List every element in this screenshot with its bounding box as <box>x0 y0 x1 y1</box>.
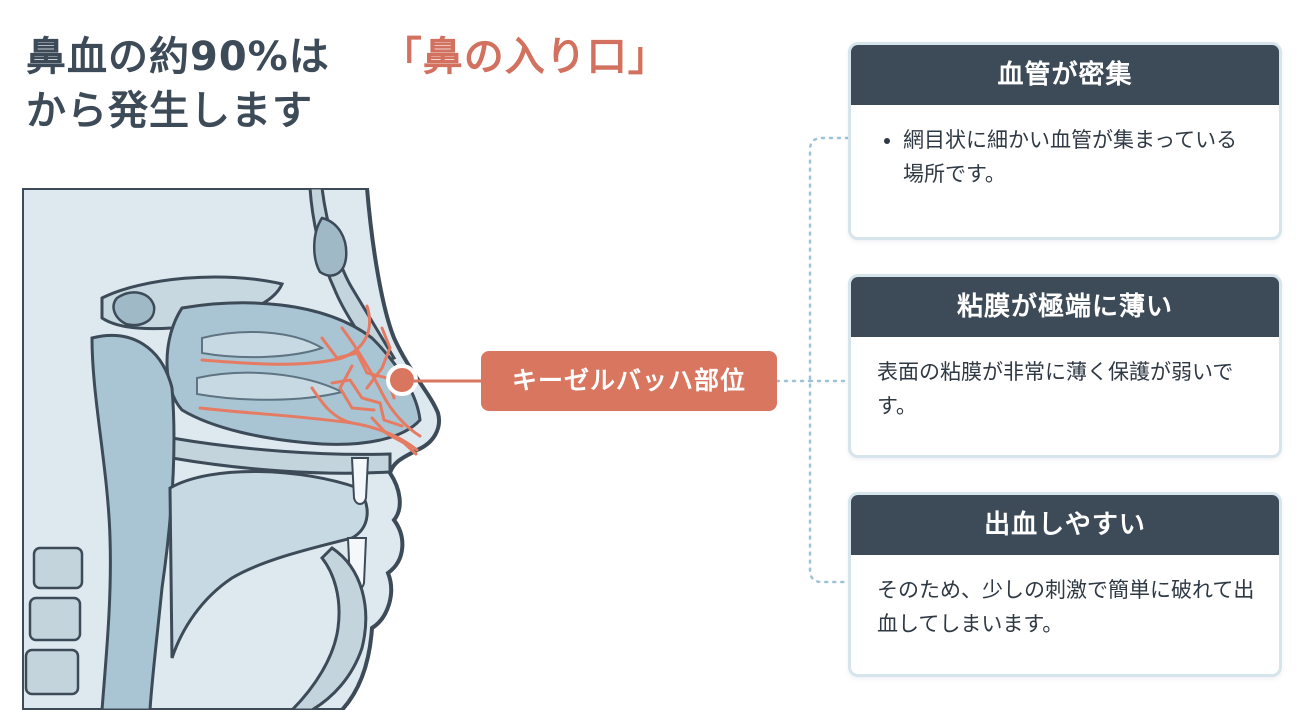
card-text: 表面の粘膜が非常に薄く保護が弱いです。 <box>877 360 1234 418</box>
jaw-bone <box>289 546 368 710</box>
sphenoid-sinus <box>112 291 156 327</box>
upper-tooth <box>350 457 370 505</box>
spine <box>24 546 84 696</box>
hard-palate <box>170 436 392 475</box>
nasal-anatomy-illustration <box>22 188 441 710</box>
pharynx <box>90 333 176 710</box>
info-card-bleeds-easily: 出血しやすい そのため、少しの刺激で簡単に破れて出血してしまいます。 <box>848 492 1282 677</box>
card-heading: 出血しやすい <box>851 495 1279 555</box>
vessel-network <box>198 304 422 456</box>
title-line-1: 鼻血の約90%は 「鼻の入り口」 <box>26 30 669 84</box>
title-highlight: 「鼻の入り口」 <box>381 34 669 80</box>
info-card-thin-mucosa: 粘膜が極端に薄い 表面の粘膜が非常に薄く保護が弱いです。 <box>848 274 1282 458</box>
turbinate-upper <box>201 331 325 359</box>
dotted-bracket <box>775 136 850 584</box>
kiesselbach-marker <box>386 364 418 396</box>
kiesselbach-label: キーゼルバッハ部位 <box>481 351 777 411</box>
frontal-sinus <box>313 216 348 277</box>
card-body: 網目状に細かい血管が集まっている場所です。 <box>851 105 1279 191</box>
info-card-dense-vessels: 血管が密集 網目状に細かい血管が集まっている場所です。 <box>848 42 1282 240</box>
page-title: 鼻血の約90%は 「鼻の入り口」 から発生します <box>26 30 669 138</box>
title-text: 鼻血の約90%は <box>26 34 330 80</box>
card-text: そのため、少しの刺激で簡単に破れて出血してしまいます。 <box>877 578 1255 636</box>
title-line-2: から発生します <box>26 88 313 134</box>
card-heading: 血管が密集 <box>851 45 1279 105</box>
card-bullet-item: 網目状に細かい血管が集まっている場所です。 <box>903 123 1255 191</box>
card-heading: 粘膜が極端に薄い <box>851 277 1279 337</box>
card-bullet-list: 網目状に細かい血管が集まっている場所です。 <box>877 123 1255 191</box>
